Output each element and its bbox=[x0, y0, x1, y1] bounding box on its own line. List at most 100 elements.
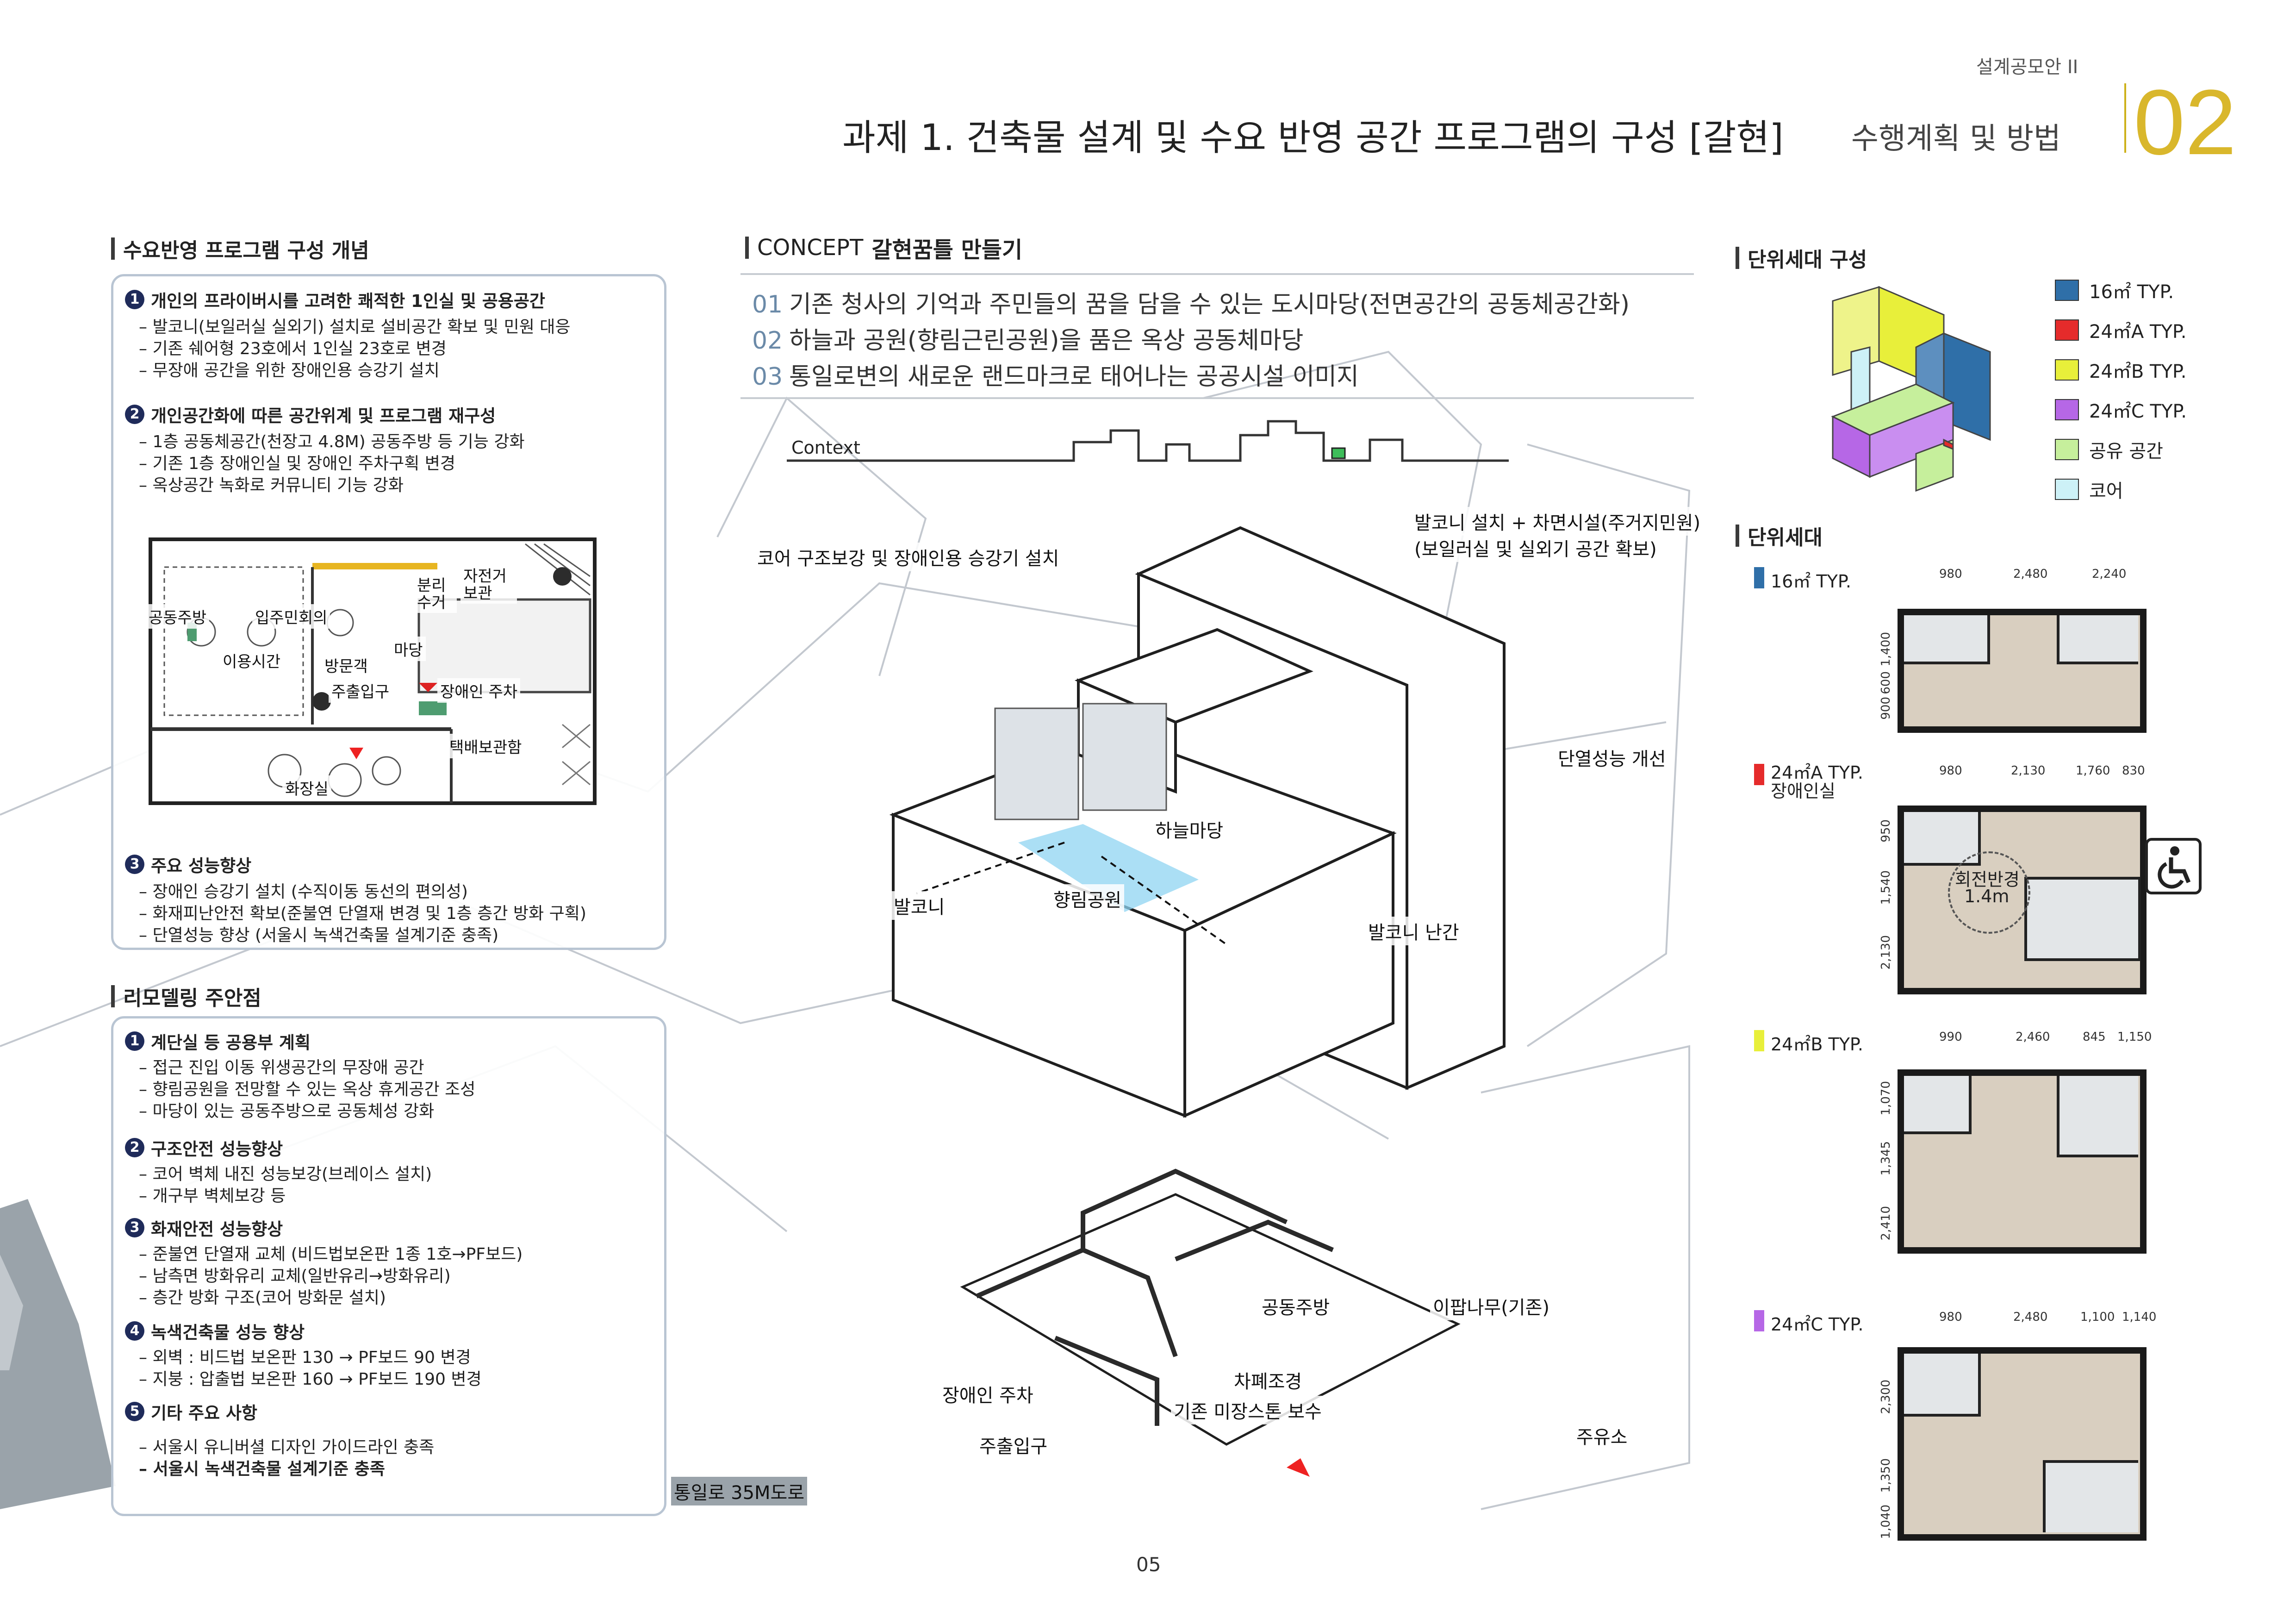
legend-item: 코어 bbox=[2055, 476, 2187, 503]
group-title: 개인공간화에 따른 공간위계 및 프로그램 재구성 bbox=[151, 406, 496, 426]
dimension-label: 600 bbox=[1879, 671, 1893, 694]
page-title: 과제 1. 건축물 설계 및 수요 반영 공간 프로그램의 구성 [갈현] bbox=[842, 117, 1784, 159]
plan-label-yard: 마당 bbox=[391, 637, 426, 661]
bathroom-zone bbox=[1904, 1076, 1972, 1134]
legend-label: 24㎡C TYP. bbox=[2089, 401, 2187, 422]
group-title: 녹색건축물 성능 향상 bbox=[151, 1323, 305, 1343]
turning-radius-value: 1.4m bbox=[1964, 886, 2010, 906]
dimension-label: 2,300 bbox=[1879, 1380, 1893, 1414]
legend-label: 24㎡A TYP. bbox=[2089, 321, 2187, 343]
list-item: – 마당이 있는 공동주방으로 공동체성 강화 bbox=[139, 1101, 435, 1121]
dimension-label: 2,480 bbox=[2013, 567, 2048, 581]
list-item: – 발코니(보일러실 실외기) 설치로 설비공간 확보 및 민원 대응 bbox=[139, 318, 571, 337]
concept-divider-bottom bbox=[740, 397, 1694, 399]
context-skyline bbox=[787, 420, 1509, 462]
list-item: – 기존 쉐어형 23호에서 1인실 23호로 변경 bbox=[139, 339, 447, 358]
dimension-label: 1,100 bbox=[2080, 1310, 2115, 1324]
group-number-badge: 2 bbox=[125, 405, 144, 424]
dimension-label: 1,070 bbox=[1879, 1081, 1893, 1116]
dimension-label: 1,140 bbox=[2122, 1310, 2157, 1324]
axon-label-balcony-install: 발코니 설치 + 차면시설(주거지민원) bbox=[1412, 507, 1704, 536]
bathroom-zone bbox=[2057, 615, 2138, 664]
chapter-number: 02 bbox=[2134, 71, 2237, 174]
group-number-badge: 2 bbox=[125, 1138, 144, 1157]
floor-plan-drawing bbox=[149, 537, 597, 805]
list-item: – 장애인 승강기 설치 (수직이동 동선의 편의성) bbox=[139, 882, 468, 901]
bathroom-zone bbox=[2024, 877, 2141, 961]
concept-heading-prefix: CONCEPT bbox=[757, 235, 864, 261]
ground-floor-plan: 공동주방 입주민회의 이용시간 방문객 분리수거 자전거보관 마당 주출입구 장… bbox=[146, 530, 604, 808]
group-number-badge: 3 bbox=[125, 1218, 144, 1237]
group-title: 화재안전 성능향상 bbox=[151, 1219, 283, 1239]
unit-tag-label: 24㎡A TYP. bbox=[1771, 762, 1863, 783]
group-number-badge: 1 bbox=[125, 1031, 144, 1051]
document-series: 설계공모안 II bbox=[1976, 56, 2078, 78]
concept-heading: CONCEPT 갈현꿈틀 만들기 bbox=[745, 231, 1022, 264]
list-item: – 지붕 : 압출법 보온판 160 → PF보드 190 변경 bbox=[139, 1369, 482, 1389]
list-item: – 남측면 방화유리 교체(일반유리→방화유리) bbox=[139, 1266, 451, 1286]
list-item: – 화재피난안전 확보(준불연 단열재 변경 및 1층 층간 방화 구획) bbox=[139, 904, 586, 923]
remodel-heading: 리모델링 주안점 bbox=[111, 981, 261, 1011]
unit-tag-label: 16㎡ TYP. bbox=[1771, 571, 1851, 592]
bathroom-zone bbox=[1904, 615, 1990, 664]
axon-label-insulation: 단열성능 개선 bbox=[1555, 743, 1669, 772]
plan-label-sorting: 분리수거 bbox=[414, 576, 457, 613]
list-item: – 무장애 공간을 위한 장애인용 승강기 설치 bbox=[139, 361, 440, 380]
legend-label: 24㎡B TYP. bbox=[2089, 361, 2187, 382]
list-item: – 층간 방화 구조(코어 방화문 설치) bbox=[139, 1288, 386, 1307]
legend-swatch bbox=[2055, 280, 2079, 301]
axonometric-building bbox=[889, 526, 1506, 1477]
dimension-label: 830 bbox=[2122, 764, 2145, 778]
unit-floor-plan bbox=[1898, 609, 2147, 733]
unit-tag-label: 24㎡C TYP. bbox=[1771, 1314, 1864, 1335]
dimension-label: 2,410 bbox=[1879, 1206, 1893, 1241]
concept-line-text: 하늘과 공원(향림근린공원)을 품은 옥상 공동체마당 bbox=[789, 327, 1304, 355]
legend-swatch bbox=[2055, 439, 2079, 460]
plan-label-use-time: 이용시간 bbox=[220, 648, 284, 673]
plan-label-visitor: 방문객 bbox=[322, 653, 371, 677]
group-number-badge: 5 bbox=[125, 1402, 144, 1421]
unit-floor-plan bbox=[1898, 1347, 2147, 1541]
dimension-label: 2,130 bbox=[1879, 935, 1893, 970]
axon-label-stone: 기존 미장스톤 보수 bbox=[1171, 1396, 1325, 1424]
unit-tag: 24㎡A TYP.장애인실 bbox=[1754, 762, 1863, 801]
concept-line-number: 01 bbox=[752, 291, 783, 319]
list-item: – 기존 1층 장애인실 및 장애인 주차구획 변경 bbox=[139, 454, 456, 473]
group-title: 구조안전 성능향상 bbox=[151, 1139, 283, 1159]
plan-label-bike: 자전거보관 bbox=[460, 567, 517, 604]
dimension-label: 900 bbox=[1879, 697, 1893, 720]
header-divider bbox=[2124, 83, 2126, 153]
dimension-label: 1,400 bbox=[1879, 632, 1893, 667]
dimension-label: 950 bbox=[1879, 819, 1893, 843]
unit-tag: 16㎡ TYP. bbox=[1754, 567, 1851, 593]
unit-tag-sublabel: 장애인실 bbox=[1771, 781, 1836, 801]
concept-line-number: 02 bbox=[752, 327, 783, 355]
axon-label-ginkgo: 이팝나무(기존) bbox=[1430, 1292, 1553, 1320]
program-heading: 수요반영 프로그램 구성 개념 bbox=[111, 234, 369, 263]
dimension-label: 1,150 bbox=[2117, 1030, 2152, 1044]
plan-label-toilet: 화장실 bbox=[282, 775, 331, 800]
dimension-label: 2,480 bbox=[2013, 1310, 2048, 1324]
legend-item: 16㎡ TYP. bbox=[2055, 277, 2187, 304]
unit-floor-plan: 회전반경 1.4m bbox=[1898, 806, 2147, 994]
concept-line-number: 03 bbox=[752, 363, 783, 391]
remodel-panel bbox=[111, 1016, 666, 1516]
axon-label-railing: 발코니 난간 bbox=[1365, 917, 1462, 945]
axon-label-sky-yard: 하늘마당 bbox=[1152, 815, 1226, 843]
legend-label: 공유 공간 bbox=[2089, 441, 2163, 462]
unit-legend: 16㎡ TYP. 24㎡A TYP. 24㎡B TYP. 24㎡C TYP. 공… bbox=[2055, 277, 2187, 503]
dimension-label: 980 bbox=[1939, 1310, 1962, 1324]
page-subtitle: 수행계획 및 방법 bbox=[1851, 122, 2061, 156]
axon-label-gas: 주유소 bbox=[1574, 1421, 1630, 1450]
unit-color-swatch bbox=[1754, 1310, 1764, 1331]
list-item: – 서울시 유니버셜 디자인 가이드라인 충족 bbox=[139, 1438, 435, 1457]
legend-item: 24㎡A TYP. bbox=[2055, 317, 2187, 344]
